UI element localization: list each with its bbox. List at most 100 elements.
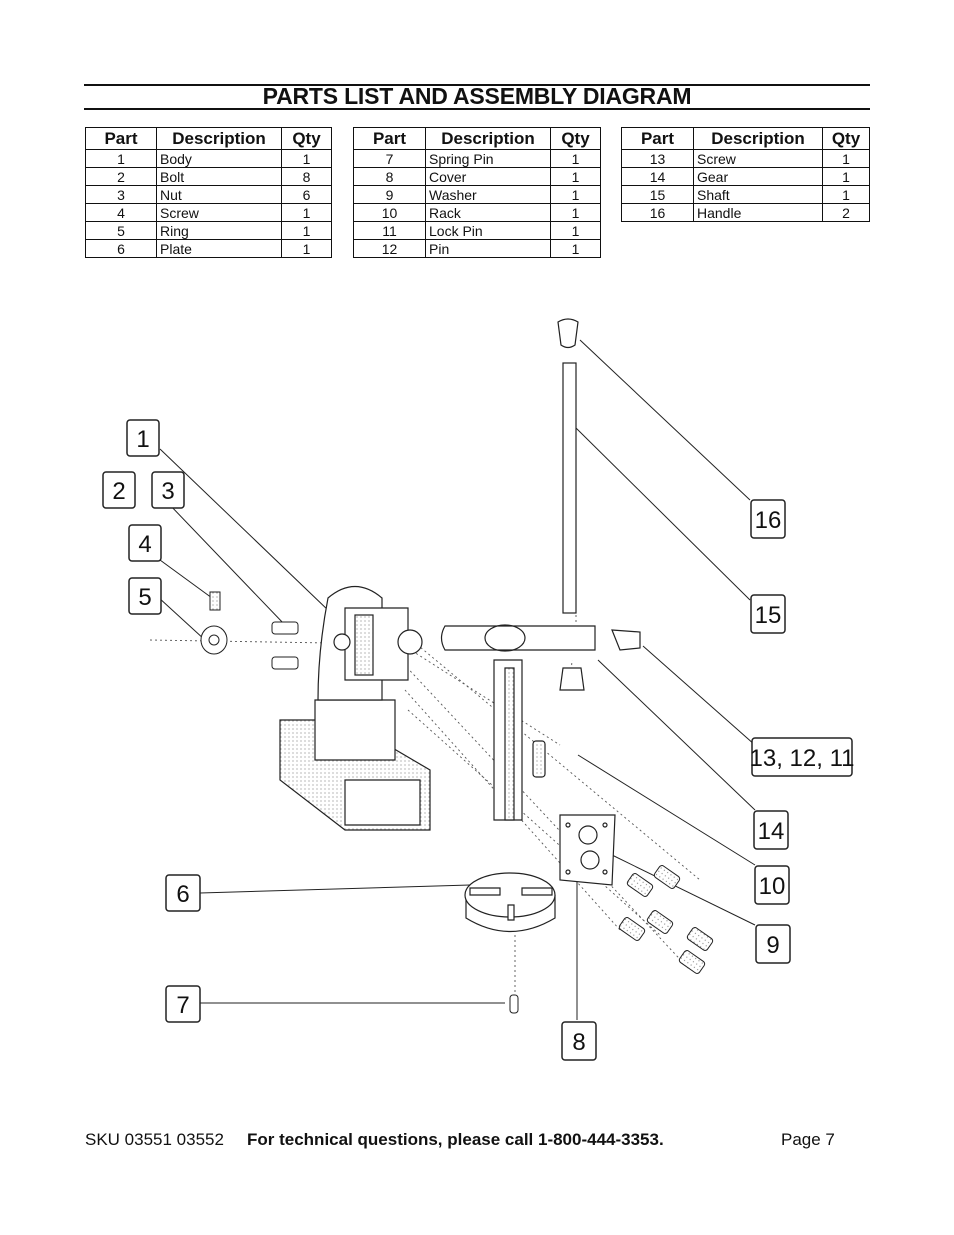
footer-tech-support: For technical questions, please call 1-8…: [247, 1130, 664, 1149]
part-number: 6: [85, 239, 157, 258]
part-description: Screw: [693, 149, 823, 168]
part-number: 13: [621, 149, 694, 168]
callout-1-box: [126, 419, 160, 457]
part-description: Rack: [425, 203, 551, 222]
part-description: Ring: [156, 221, 282, 240]
callout-5: 5: [138, 584, 151, 611]
callout-16: 16: [755, 507, 782, 534]
part-qty: 6: [281, 185, 332, 204]
table-header-row: Part Description Qty: [85, 127, 332, 150]
part-qty: 1: [822, 185, 870, 204]
callout-2: 2: [112, 478, 125, 505]
part-number: 4: [85, 203, 157, 222]
part-qty: 1: [281, 221, 332, 240]
callout-10-box: [754, 865, 790, 905]
callout-3-box: [151, 471, 185, 509]
callout-7: 7: [176, 992, 189, 1019]
header-qty: Qty: [822, 127, 870, 150]
callout-7-box: [165, 985, 201, 1023]
callout-15-box: [750, 594, 786, 634]
part-description: Cover: [425, 167, 551, 186]
header-part: Part: [85, 127, 157, 150]
callout-1: 1: [136, 426, 149, 453]
header-qty: Qty: [550, 127, 601, 150]
header-description: Description: [693, 127, 823, 150]
part-description: Pin: [425, 239, 551, 258]
part-number: 11: [353, 221, 426, 240]
part-number: 5: [85, 221, 157, 240]
part-number: 3: [85, 185, 157, 204]
callout-10: 10: [759, 873, 786, 900]
part-qty: 1: [822, 149, 870, 168]
footer-sku: SKU 03551 03552: [85, 1130, 224, 1149]
callout-9: 9: [766, 932, 779, 959]
part-qty: 1: [550, 167, 601, 186]
header-part: Part: [621, 127, 694, 150]
header-qty: Qty: [281, 127, 332, 150]
title-bottom-rule: [84, 108, 870, 110]
callout-14-box: [753, 810, 789, 850]
part-number: 15: [621, 185, 694, 204]
part-qty: 1: [550, 149, 601, 168]
callout-2-box: [102, 471, 136, 509]
part-description: Washer: [425, 185, 551, 204]
part-qty: 1: [281, 149, 332, 168]
title-top-rule: [84, 84, 870, 86]
part-description: Lock Pin: [425, 221, 551, 240]
part-qty: 1: [822, 167, 870, 186]
part-description: Screw: [156, 203, 282, 222]
callout-4: 4: [138, 531, 151, 558]
part-number: 8: [353, 167, 426, 186]
callout-4-box: [128, 524, 162, 562]
part-description: Nut: [156, 185, 282, 204]
part-description: Spring Pin: [425, 149, 551, 168]
part-number: 9: [353, 185, 426, 204]
assembly-diagram: 1 2 3 4 5 6 7 8 9 10 14 13, 12, 11 15 16: [102, 318, 854, 1061]
part-number: 2: [85, 167, 157, 186]
callout-14: 14: [758, 818, 785, 845]
part-qty: 1: [550, 203, 601, 222]
footer-page-number: Page 7: [781, 1130, 835, 1149]
part-description: Gear: [693, 167, 823, 186]
callout-9-box: [755, 924, 791, 964]
callout-15: 15: [755, 602, 782, 629]
callout-6: 6: [176, 881, 189, 908]
table-header-row: Part Description Qty: [621, 127, 870, 150]
header-part: Part: [353, 127, 426, 150]
part-number: 14: [621, 167, 694, 186]
part-qty: 8: [281, 167, 332, 186]
part-description: Plate: [156, 239, 282, 258]
page-title: PARTS LIST AND ASSEMBLY DIAGRAM: [262, 83, 692, 109]
part-qty: 1: [281, 239, 332, 258]
part-qty: 1: [550, 221, 601, 240]
part-qty: 2: [822, 203, 870, 222]
callout-3: 3: [161, 478, 174, 505]
callout-6-box: [165, 874, 201, 912]
part-description: Body: [156, 149, 282, 168]
table-header-row: Part Description Qty: [353, 127, 601, 150]
header-description: Description: [156, 127, 282, 150]
part-number: 7: [353, 149, 426, 168]
part-number: 12: [353, 239, 426, 258]
callout-8: 8: [572, 1029, 585, 1056]
part-number: 16: [621, 203, 694, 222]
part-description: Handle: [693, 203, 823, 222]
